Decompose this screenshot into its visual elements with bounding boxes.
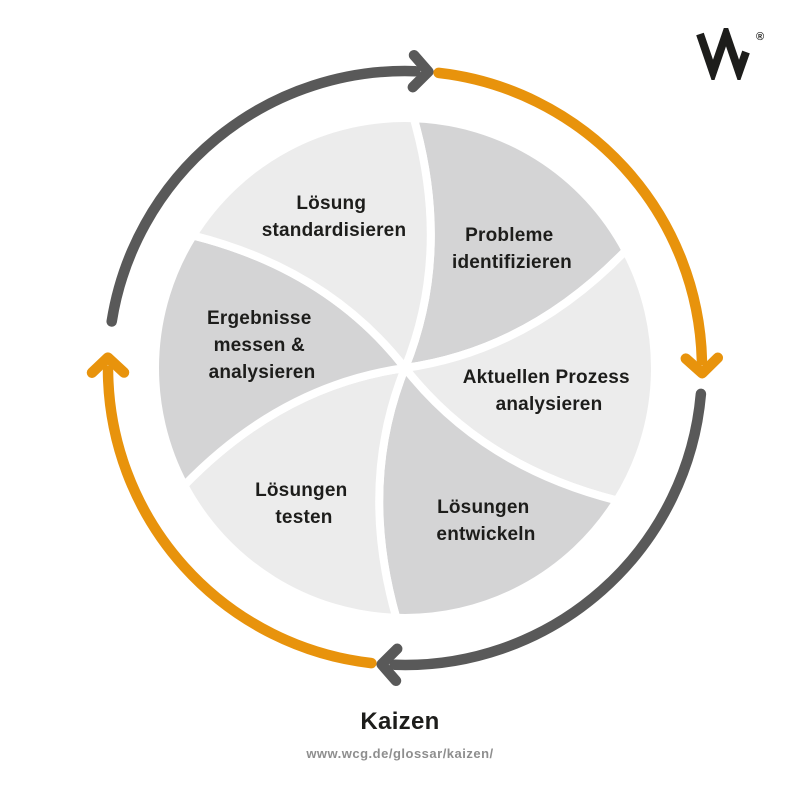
registered-trademark: ® xyxy=(756,31,764,43)
label-aktuellen-prozess-analysieren: Aktuellen Prozess analysieren xyxy=(463,367,636,415)
segment-label-line: analysieren xyxy=(209,362,316,383)
segment-labels: Probleme identifizieren Aktuellen Prozes… xyxy=(207,193,636,545)
segment-label-line: testen xyxy=(275,507,332,528)
segment-label-line: analysieren xyxy=(496,394,603,415)
label-loesungen-testen: Lösungen testen xyxy=(255,480,353,528)
source-url: www.wcg.de/glossar/kaizen/ xyxy=(306,746,494,761)
label-loesungen-entwickeln: Lösungen entwickeln xyxy=(436,497,535,545)
arrowhead-right-icon xyxy=(407,49,434,93)
segment-loesung-standardisieren xyxy=(189,114,435,372)
wcg-logo: ® xyxy=(690,21,772,85)
arrow-top-left xyxy=(106,49,434,327)
arrow-arc xyxy=(102,365,377,669)
arrow-bottom-left xyxy=(86,352,377,669)
arrow-arc xyxy=(389,388,707,671)
label-probleme-identifizieren: Probleme identifizieren xyxy=(452,225,572,273)
arrow-top-right xyxy=(433,67,724,379)
arrowhead-left-icon xyxy=(376,643,403,687)
segment-label-line: standardisieren xyxy=(262,220,407,241)
segment-label-line: Aktuellen Prozess xyxy=(463,367,630,388)
segment-label-line: entwickeln xyxy=(436,524,535,545)
arrowhead-up-icon xyxy=(86,352,130,378)
segment-label-line: messen & xyxy=(214,335,305,356)
diagram-title: Kaizen xyxy=(360,708,440,735)
w-logo-icon: ® xyxy=(696,21,764,85)
segment-label-line: Probleme xyxy=(465,225,553,246)
segment-label-line: Lösung xyxy=(296,193,366,214)
segment-label-line: Lösungen xyxy=(255,480,347,501)
cycle-arrows xyxy=(86,49,724,687)
arrow-bottom-right xyxy=(376,388,707,687)
label-ergebnisse-messen-analysieren: Ergebnisse messen & analysieren xyxy=(207,308,317,383)
w-logo-glyph xyxy=(696,21,750,85)
label-loesung-standardisieren: Lösung standardisieren xyxy=(262,193,407,241)
arrowhead-down-icon xyxy=(680,352,724,379)
segment-label-line: Lösungen xyxy=(437,497,529,518)
segment-label-line: Ergebnisse xyxy=(207,308,311,329)
arrow-arc xyxy=(106,65,421,327)
segment-label-line: identifizieren xyxy=(452,252,572,273)
arrow-arc xyxy=(433,67,708,366)
segments xyxy=(151,114,659,622)
